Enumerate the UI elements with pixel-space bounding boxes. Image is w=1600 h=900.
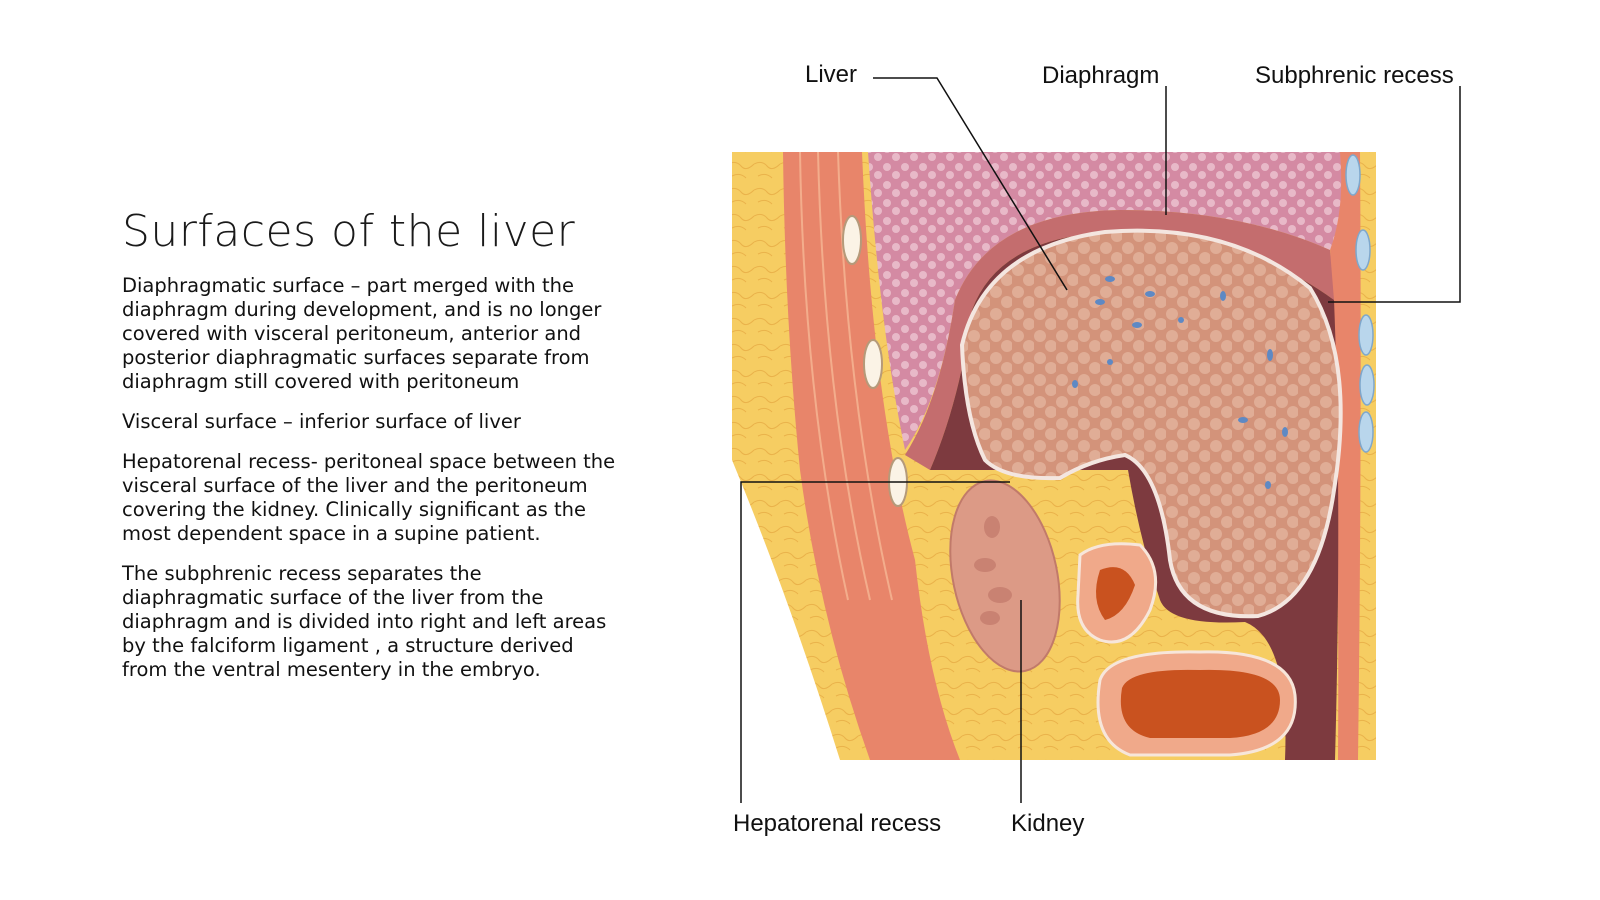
liver: [959, 228, 1343, 619]
slide-title: Surfaces of the liver: [122, 206, 576, 257]
abdominal-wall-muscle: [783, 152, 960, 760]
hepatic-vessels: [1072, 276, 1288, 489]
hepatorenal-recess-leader-line: [740, 481, 1010, 803]
paragraph-subphrenic-recess: The subphrenic recess separates the diap…: [122, 562, 607, 681]
lung: [868, 152, 1342, 450]
lymph-node: [863, 339, 883, 389]
label-hepatorenal-recess: Hepatorenal recess: [733, 810, 942, 837]
label-liver: Liver: [805, 61, 858, 88]
liver-leader-line: [873, 77, 1068, 291]
lymph-node: [842, 215, 862, 265]
subphrenic-recess-leader-line: [1328, 86, 1461, 303]
label-subphrenic-recess: Subphrenic recess: [1255, 62, 1454, 89]
paragraph-diaphragmatic-surface: Diaphragmatic surface – part merged with…: [122, 274, 602, 393]
body-text: Diaphragmatic surface – part merged with…: [122, 274, 622, 698]
paragraph-visceral-surface: Visceral surface – inferior surface of l…: [122, 410, 521, 433]
diaphragm: [905, 210, 1334, 470]
label-kidney: Kidney: [1011, 810, 1085, 837]
posterior-wall-muscle: [1326, 152, 1361, 760]
paragraph-hepatorenal-recess: Hepatorenal recess- peritoneal space bet…: [122, 450, 616, 545]
kidney: [949, 479, 1061, 673]
label-diaphragm: Diaphragm: [1042, 62, 1160, 89]
